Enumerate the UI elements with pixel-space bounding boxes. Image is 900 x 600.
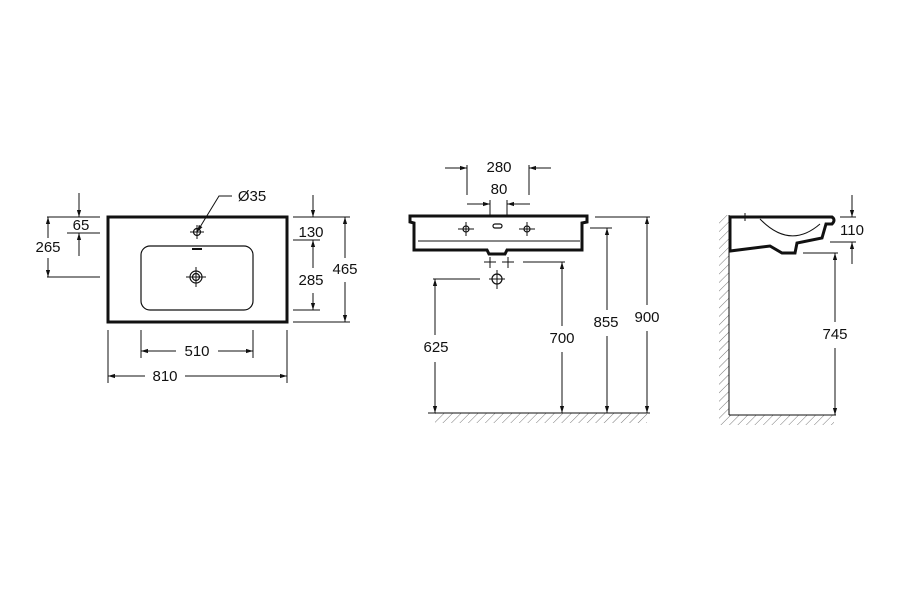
dim-drain-from-back: 265 (35, 239, 60, 256)
dim-total-width: 810 (152, 368, 177, 385)
side-view: 110 745 (719, 195, 864, 425)
floor-hatch (435, 413, 647, 423)
dim-basin-depth: 285 (298, 272, 323, 289)
dim-basin-width: 510 (184, 343, 209, 360)
drain-icon (186, 267, 206, 287)
dim-back-to-basin: 130 (298, 224, 323, 241)
trap-icon (489, 270, 505, 289)
waste-icon (484, 257, 514, 268)
tap-right-icon (519, 222, 535, 236)
dim-overflow-width: 80 (491, 181, 508, 198)
dim-rim-height: 900 (634, 309, 659, 326)
front-view: 280 80 625 700 855 900 (408, 159, 660, 423)
dim-tap-spacing: 280 (486, 159, 511, 176)
sink-outline-side (728, 215, 836, 255)
dim-total-depth: 465 (332, 261, 357, 278)
overflow-icon (492, 223, 503, 229)
dim-tap-from-back: 65 (73, 217, 90, 234)
dim-trap-height: 625 (423, 339, 448, 356)
dim-bottom-height: 745 (822, 326, 847, 343)
dim-waste-height: 700 (549, 330, 574, 347)
dim-bowl-depth: 110 (840, 222, 864, 239)
sink-outline-front (408, 214, 589, 256)
tap-left-icon (458, 222, 474, 236)
basin-outline (140, 245, 254, 311)
dim-underside-height: 855 (593, 314, 618, 331)
tap-hole-diameter: Ø35 (238, 188, 266, 205)
wall-hatch (719, 215, 729, 425)
top-view: Ø35 65 265 130 285 465 510 810 (35, 188, 357, 385)
floor-hatch-side (729, 415, 834, 425)
